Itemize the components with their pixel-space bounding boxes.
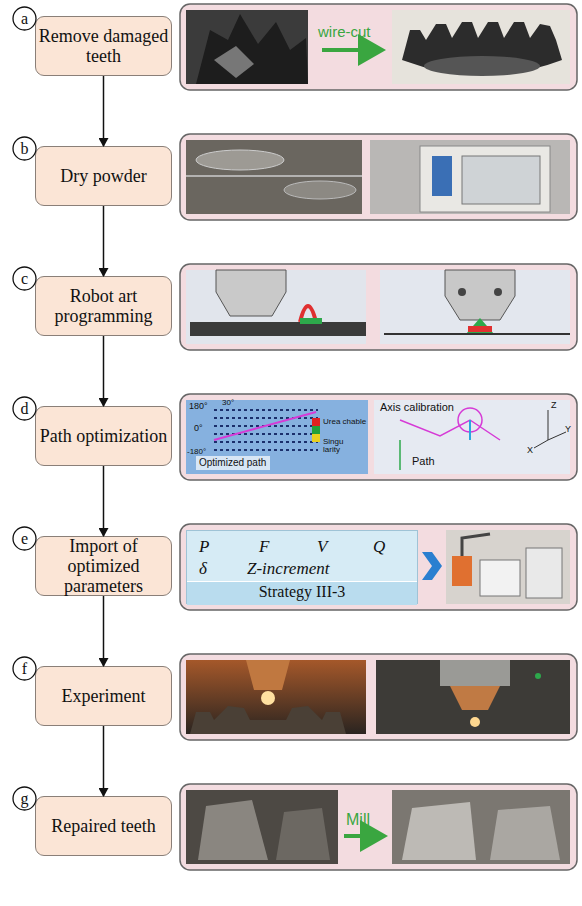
step-letter-circle: e bbox=[12, 526, 37, 551]
step-title: Path optimization bbox=[36, 426, 171, 446]
parameter-symbol: Z-increment bbox=[247, 559, 329, 579]
process-box: Robot art programming bbox=[35, 276, 172, 336]
annotation-label: -180° bbox=[187, 448, 206, 456]
process-box: Import of optimized parameters bbox=[35, 536, 172, 596]
step-letter: f bbox=[22, 660, 27, 678]
step-letter-circle: a bbox=[12, 6, 37, 31]
flow-arrow bbox=[103, 726, 105, 796]
flow-arrow bbox=[103, 466, 105, 536]
parameter-box: P F V Qδ Z-incrementStrategy III-3 bbox=[186, 530, 418, 604]
parameter-symbol: δ bbox=[199, 559, 207, 579]
flow-arrow bbox=[103, 596, 105, 666]
annotation-label: Axis calibration bbox=[380, 402, 454, 414]
step-title: Robot art programming bbox=[36, 286, 171, 326]
step-letter-circle: b bbox=[12, 136, 37, 161]
step-letter-circle: c bbox=[12, 266, 37, 291]
annotation-label: Urea chable bbox=[323, 418, 367, 426]
step-letter-circle: g bbox=[12, 786, 37, 811]
annotation-label: wire-cut bbox=[318, 24, 371, 40]
annotation-label: 30° bbox=[222, 399, 234, 407]
parameter-symbol: F bbox=[259, 537, 269, 557]
annotation-label: 180° bbox=[189, 402, 208, 411]
process-box: Path optimization bbox=[35, 406, 172, 466]
process-box: Repaired teeth bbox=[35, 796, 172, 856]
step-letter-circle: f bbox=[12, 656, 37, 681]
annotation-label: 0° bbox=[194, 424, 203, 433]
flow-arrow bbox=[103, 76, 105, 146]
step-letter: e bbox=[21, 530, 28, 548]
step-title: Repaired teeth bbox=[36, 816, 171, 836]
strategy-text: Strategy III-3 bbox=[187, 583, 417, 601]
flow-arrow bbox=[103, 206, 105, 276]
annotation-label: Optimized path bbox=[199, 458, 266, 469]
process-box: Dry powder bbox=[35, 146, 172, 206]
step-letter: a bbox=[21, 10, 28, 28]
parameter-symbol: P bbox=[199, 537, 209, 557]
step-letter: c bbox=[21, 270, 28, 288]
process-box: Remove damaged teeth bbox=[35, 16, 172, 76]
step-letter: b bbox=[21, 140, 29, 158]
flow-arrow bbox=[103, 336, 105, 406]
annotation-label: Singu larity bbox=[323, 438, 351, 455]
annotation-label: Y bbox=[565, 425, 571, 434]
process-box: Experiment bbox=[35, 666, 172, 726]
step-title: Remove damaged teeth bbox=[36, 26, 171, 66]
annotation-label: Z bbox=[551, 401, 557, 410]
step-title: Import of optimized parameters bbox=[36, 536, 171, 596]
annotation-label: X bbox=[527, 446, 533, 455]
step-letter: d bbox=[21, 400, 29, 418]
step-letter: g bbox=[21, 790, 29, 808]
parameter-symbol: V bbox=[317, 537, 327, 557]
annotation-label: Mill bbox=[346, 812, 370, 829]
step-title: Dry powder bbox=[36, 166, 171, 186]
step-letter-circle: d bbox=[12, 396, 37, 421]
step-title: Experiment bbox=[36, 686, 171, 706]
parameter-symbol: Q bbox=[373, 537, 385, 557]
annotation-label: Path bbox=[412, 456, 435, 468]
